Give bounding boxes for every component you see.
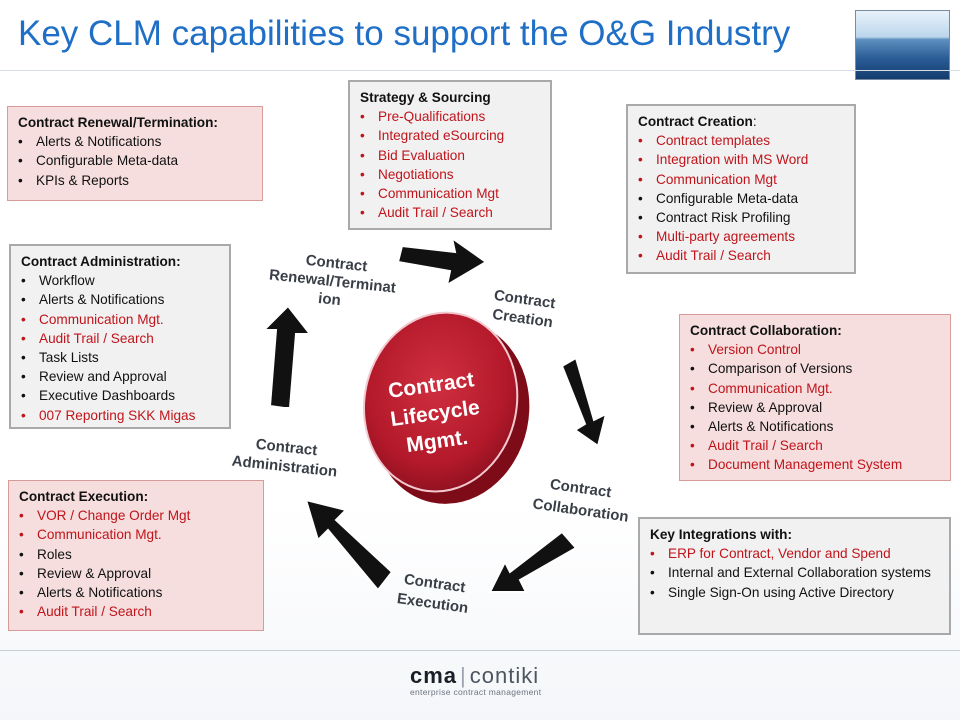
renewal-termination-box: Contract Renewal/Termination: Alerts & N…	[7, 106, 263, 201]
box-heading: Strategy & Sourcing	[360, 90, 491, 105]
center-label-line-1: Contract	[387, 368, 476, 403]
stage-creation-line-1: Contract	[493, 287, 556, 312]
logo-wordmark: cma|contiki	[410, 663, 550, 689]
contract-execution-box: Contract Execution: VOR / Change Order M…	[8, 480, 264, 631]
list-item: Audit Trail / Search	[19, 602, 255, 621]
list-item: Alerts & Notifications	[18, 132, 254, 151]
list-item: ERP for Contract, Vendor and Spend	[650, 544, 941, 563]
list-item: Configurable Meta-data	[18, 151, 254, 170]
box-heading-row: Contract Creation:	[638, 112, 846, 131]
logo-tagline: enterprise contract management	[410, 687, 542, 697]
stage-administration-line-1: Contract	[255, 436, 318, 459]
stage-collaboration-line-1: Contract	[549, 476, 612, 501]
list-item: Contract templates	[638, 131, 846, 150]
list-item: Review & Approval	[19, 564, 255, 583]
list-item: Alerts & Notifications	[690, 417, 942, 436]
box-heading-suffix: :	[752, 114, 757, 129]
box-heading: Contract Creation	[638, 114, 753, 129]
list-item: Roles	[19, 545, 255, 564]
list-item: 007 Reporting SKK Migas	[21, 406, 221, 425]
stage-renewal-line-3: ion	[317, 290, 341, 309]
contract-creation-box: Contract Creation: Contract templates In…	[626, 104, 856, 274]
iceberg-image	[855, 10, 950, 80]
list-item: Communication Mgt.	[21, 310, 221, 329]
list-item: Alerts & Notifications	[21, 290, 221, 309]
list-item: Integrated eSourcing	[360, 126, 542, 145]
company-logo: cma|contiki enterprise contract manageme…	[410, 663, 550, 697]
logo-brand-left: cma	[410, 663, 458, 688]
contract-collaboration-box: Contract Collaboration: Version Control …	[679, 314, 951, 481]
list-item: Audit Trail / Search	[638, 246, 846, 265]
list-item: Review & Approval	[690, 398, 942, 417]
list-item: Contract Risk Profiling	[638, 208, 846, 227]
stage-execution-line-1: Contract	[403, 571, 466, 596]
logo-brand-right: contiki	[469, 663, 540, 688]
stage-renewal-line-2: Renewal/Terminat	[268, 266, 396, 296]
list-item: KPIs & Reports	[18, 171, 254, 190]
logo-separator: |	[460, 663, 467, 688]
list-item: Workflow	[21, 271, 221, 290]
stage-execution-line-2: Execution	[396, 590, 469, 617]
arrow-execution-to-administration	[304, 498, 394, 592]
box-heading: Contract Administration:	[21, 254, 181, 269]
list-item: Communication Mgt	[360, 184, 542, 203]
arrow-collaboration-to-execution	[488, 530, 578, 593]
page-title: Key CLM capabilities to support the O&G …	[18, 14, 791, 53]
list-item: Pre-Qualifications	[360, 107, 542, 126]
center-label-line-2: Lifecycle	[389, 396, 481, 431]
list-item: Bid Evaluation	[360, 146, 542, 165]
box-heading: Contract Collaboration:	[690, 323, 842, 338]
title-divider	[0, 70, 960, 71]
box-heading: Key Integrations with:	[650, 527, 792, 542]
list-item: Audit Trail / Search	[360, 203, 542, 222]
list-item: Communication Mgt	[638, 170, 846, 189]
center-label-line-3: Mgmt.	[405, 426, 469, 457]
list-item: Comparison of Versions	[690, 359, 942, 378]
list-item: Task Lists	[21, 348, 221, 367]
list-item: Review and Approval	[21, 367, 221, 386]
list-item: VOR / Change Order Mgt	[19, 506, 255, 525]
list-item: Multi-party agreements	[638, 227, 846, 246]
list-item: Single Sign-On using Active Directory	[650, 583, 941, 602]
list-item: Communication Mgt.	[690, 379, 942, 398]
stage-administration-line-2: Administration	[231, 453, 338, 481]
list-item: Audit Trail / Search	[690, 436, 942, 455]
center-disc	[362, 311, 530, 504]
arrow-creation-to-collaboration	[560, 356, 608, 448]
arrow-renewal-to-creation	[396, 235, 488, 288]
stage-collaboration-line-2: Collaboration	[532, 495, 630, 525]
box-heading: Contract Renewal/Termination:	[18, 115, 218, 130]
list-item: Internal and External Collaboration syst…	[650, 563, 941, 582]
box-heading: Contract Execution:	[19, 489, 149, 504]
list-item: Version Control	[690, 340, 942, 359]
list-item: Document Management System	[690, 455, 942, 474]
stage-renewal-line-1: Contract	[305, 252, 368, 275]
stage-creation-line-2: Creation	[491, 306, 554, 331]
list-item: Executive Dashboards	[21, 386, 221, 405]
list-item: Audit Trail / Search	[21, 329, 221, 348]
list-item: Configurable Meta-data	[638, 189, 846, 208]
contract-administration-box: Contract Administration: Workflow Alerts…	[9, 244, 231, 429]
arrow-administration-to-renewal	[261, 304, 313, 409]
list-item: Integration with MS Word	[638, 150, 846, 169]
strategy-sourcing-box: Strategy & Sourcing Pre-Qualifications I…	[348, 80, 552, 230]
list-item: Alerts & Notifications	[19, 583, 255, 602]
key-integrations-box: Key Integrations with: ERP for Contract,…	[638, 517, 951, 635]
list-item: Communication Mgt.	[19, 525, 255, 544]
list-item: Negotiations	[360, 165, 542, 184]
footer-divider	[0, 650, 960, 651]
